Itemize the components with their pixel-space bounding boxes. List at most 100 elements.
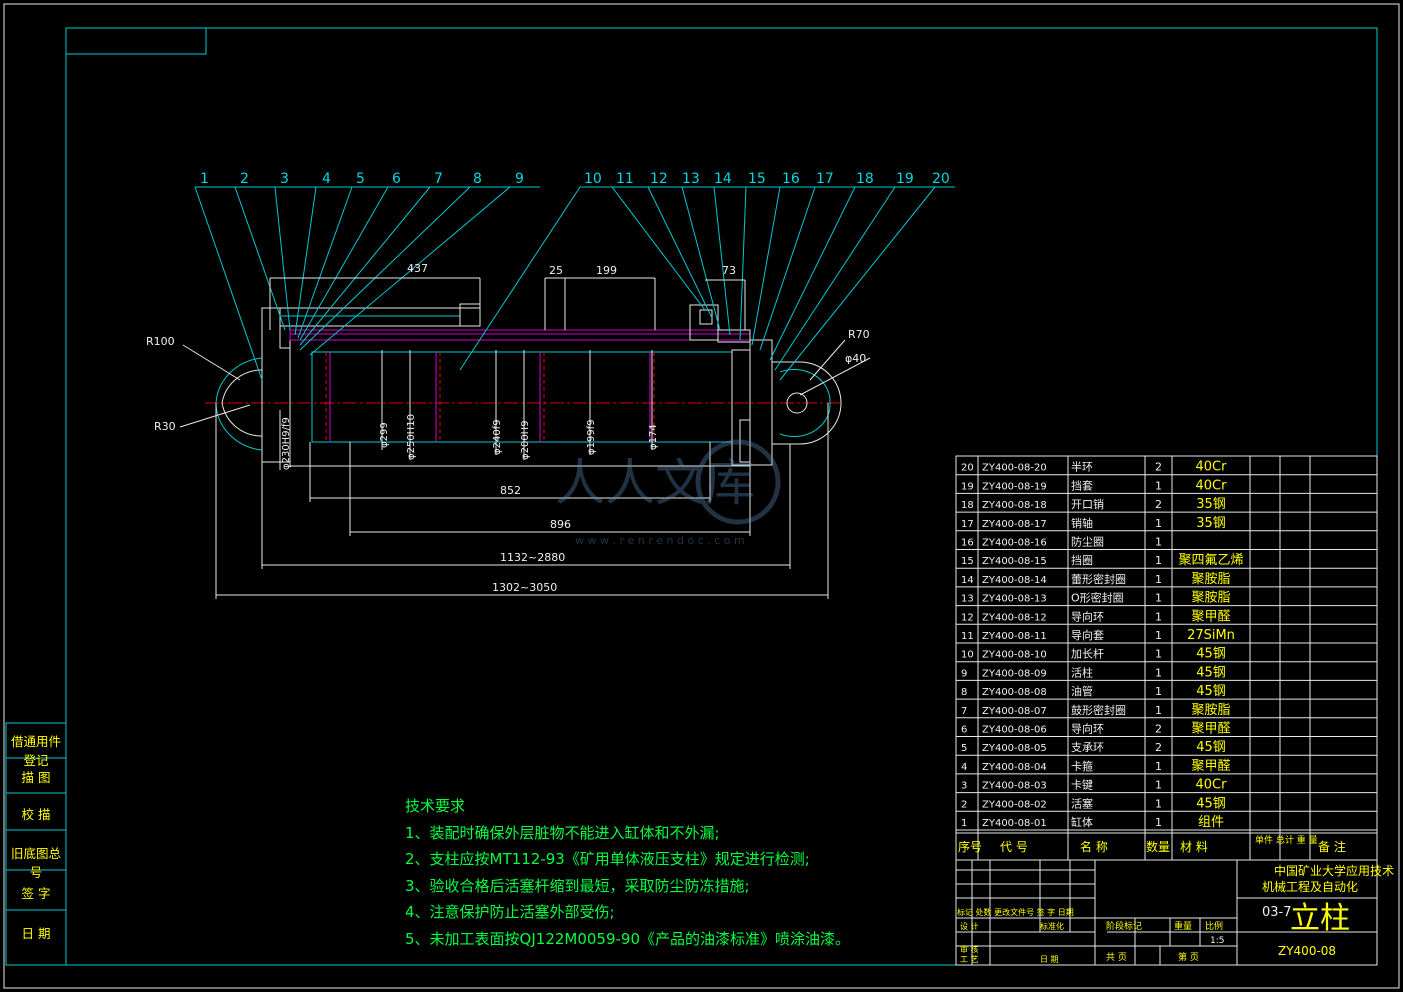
- bom-header-weight: 单件 总计 重 量: [1255, 834, 1318, 846]
- dim-dia299: φ299: [379, 422, 390, 448]
- dim-dia199: φ199f9: [586, 419, 597, 455]
- bom-cell-code: ZY400-08-09: [982, 668, 1047, 679]
- bom-cell-qty: 2: [1155, 461, 1162, 474]
- dim-r70: R70: [848, 328, 870, 341]
- bom-cell-qty: 1: [1155, 685, 1162, 698]
- bom-cell-code: ZY400-08-15: [982, 556, 1047, 567]
- dim-phi40: φ40: [845, 352, 866, 365]
- bom-cell-code: ZY400-08-18: [982, 500, 1047, 511]
- school-name: 中国矿业大学应用技术: [1274, 863, 1394, 878]
- dim-dia174: φ174: [648, 424, 659, 450]
- bom-cell-name: 挡圈: [1071, 553, 1093, 567]
- dim-852: 852: [500, 484, 521, 497]
- bom-cell-qty: 1: [1155, 760, 1162, 773]
- bom-cell-mat: 40Cr: [1196, 460, 1228, 475]
- bom-cell-code: ZY400-08-17: [982, 519, 1047, 530]
- balloon-6: 6: [392, 171, 401, 187]
- bom-header-mat: 材 料: [1180, 840, 1208, 854]
- bom-header-qty: 数量: [1146, 839, 1170, 854]
- bom-cell-name: 导向环: [1071, 722, 1104, 736]
- bom-cell-mat: 45钢: [1196, 665, 1226, 680]
- bom-cell-qty: 1: [1155, 536, 1162, 549]
- bom-cell-mat: 45钢: [1196, 740, 1226, 755]
- bom-cell-mat: 聚胺脂: [1191, 703, 1230, 718]
- bom-cell-mat: 35钢: [1196, 516, 1226, 531]
- balloon-10: 10: [584, 171, 602, 187]
- bom-cell-mat: 35钢: [1196, 497, 1226, 512]
- bom-cell-qty: 1: [1155, 479, 1162, 492]
- bom-cell-no: 2: [961, 799, 967, 810]
- side-label-sign: 签 字: [21, 886, 51, 901]
- bom-cell-code: ZY400-08-13: [982, 594, 1047, 605]
- bom-cell-name: 油管: [1071, 684, 1093, 698]
- bom-cell-mat: 45钢: [1196, 647, 1226, 662]
- balloon-19: 19: [896, 171, 914, 187]
- bom-cell-code: ZY400-08-16: [982, 538, 1047, 549]
- bom-cell-no: 19: [961, 481, 974, 492]
- bom-row-lines: [956, 474, 1377, 831]
- bom-cell-no: 8: [961, 687, 967, 698]
- check-row: 审 核: [960, 944, 979, 954]
- balloon-16: 16: [782, 171, 800, 187]
- bom-cell-no: 6: [961, 725, 967, 736]
- bom-cell-name: 鼓形密封圈: [1071, 703, 1126, 717]
- bom-cell-name: 支承环: [1071, 741, 1104, 754]
- bom-cell-no: 10: [961, 650, 974, 661]
- bom-cell-code: ZY400-08-03: [982, 781, 1047, 792]
- bom-cell-name: 销轴: [1071, 516, 1093, 530]
- dim-dia230: φ230H9/f9: [281, 417, 292, 470]
- dim-r100: R100: [146, 335, 175, 348]
- bom-cell-code: ZY400-08-07: [982, 706, 1047, 717]
- technical-requirements: 技术要求 1、装配时确保外层脏物不能进入缸体和不外漏; 2、支柱应按MT112-…: [405, 793, 850, 952]
- balloon-15: 15: [748, 171, 766, 187]
- date-row: 日 期: [1040, 955, 1059, 964]
- bom-cell-name: 导向套: [1071, 628, 1104, 642]
- scale-label: 比例: [1205, 920, 1223, 932]
- sheet-no: 第 页: [1178, 951, 1199, 963]
- bom-cell-mat: 聚胺脂: [1191, 572, 1230, 587]
- bom-cell-no: 16: [961, 538, 974, 549]
- balloon-7: 7: [434, 171, 443, 187]
- dim-dia200: φ200H9: [520, 420, 531, 460]
- dim-dia240: φ240f9: [492, 419, 503, 455]
- bom-cell-code: ZY400-08-05: [982, 743, 1047, 754]
- bom-cell-no: 11: [961, 631, 974, 642]
- bom-cell-qty: 1: [1155, 610, 1162, 623]
- tech-item-1: 1、装配时确保外层脏物不能进入缸体和不外漏;: [405, 823, 720, 842]
- bom-cell-mat: 45钢: [1196, 684, 1226, 699]
- balloon-1: 1: [200, 171, 209, 187]
- tech-title: 技术要求: [405, 797, 466, 815]
- balloon-5: 5: [356, 171, 365, 187]
- major-name-text: 机械工程及自动化: [1262, 879, 1358, 894]
- weight-label: 重量: [1174, 920, 1192, 932]
- bom-cell-no: 3: [961, 781, 967, 792]
- balloon-14: 14: [714, 171, 732, 187]
- bom-cell-mat: 45钢: [1196, 796, 1226, 811]
- tech-item-4: 4、注意保护防止活塞外部受伤;: [405, 903, 615, 921]
- bom-cell-code: ZY400-08-04: [982, 762, 1047, 773]
- bom-cell-code: ZY400-08-11: [982, 631, 1047, 642]
- bom-cell-qty: 1: [1155, 797, 1162, 810]
- bom-cell-mat: 聚甲醛: [1191, 608, 1230, 624]
- bom-cell-qty: 1: [1155, 648, 1162, 661]
- balloon-3: 3: [280, 171, 289, 187]
- bom-cell-qty: 1: [1155, 666, 1162, 679]
- bom-cell-name: 缸体: [1071, 815, 1093, 829]
- side-label-date: 日 期: [21, 926, 51, 941]
- drawing-no: ZY400-08: [1278, 944, 1336, 958]
- drawing-name: 立柱: [1290, 901, 1350, 936]
- bom-cell-mat: 聚四氟乙烯: [1178, 553, 1243, 568]
- bom-cell-qty: 2: [1155, 741, 1162, 754]
- balloon-2: 2: [240, 171, 249, 187]
- bom-header-name: 名 称: [1080, 839, 1108, 854]
- bom-cell-no: 5: [961, 743, 967, 754]
- bom-header-remark: 备 注: [1318, 839, 1346, 854]
- bom-cell-code: ZY400-08-08: [982, 687, 1047, 698]
- bom-cell-no: 7: [961, 706, 967, 717]
- bom-cell-no: 4: [961, 762, 967, 773]
- std-row: 标准化: [1040, 921, 1064, 931]
- dimension-lines: [179, 277, 871, 599]
- dimension-texts: 437 25 199 73 852 896 1132~2880 1302~305…: [146, 262, 870, 594]
- dim-25: 25: [549, 264, 563, 277]
